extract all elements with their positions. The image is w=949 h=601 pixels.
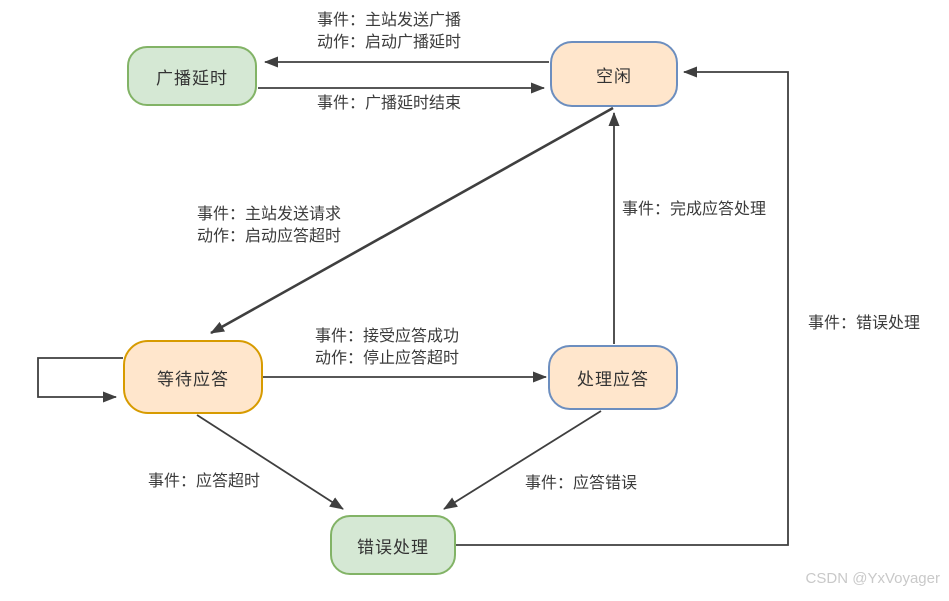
state-broadcast-delay-label: 广播延时 bbox=[156, 68, 228, 88]
edge-label-wait-to-error: 事件：应答超时 bbox=[148, 471, 260, 493]
edge-action-text: 动作：启动广播延时 bbox=[317, 34, 462, 51]
edge-label-error-to-idle: 事件：错误处理 bbox=[808, 313, 920, 335]
state-idle: 空闲 bbox=[550, 41, 678, 107]
state-broadcast-delay: 广播延时 bbox=[127, 46, 257, 106]
state-wait-response-label: 等待应答 bbox=[157, 369, 229, 389]
edge-wait-response-self-loop bbox=[37, 357, 123, 403]
edge-event-text: 事件：应答超时 bbox=[148, 473, 261, 490]
edge-event-text: 事件：错误处理 bbox=[808, 315, 921, 332]
edge-event-text: 事件：主站发送广播 bbox=[317, 12, 462, 29]
edge-label-idle-to-wait: 事件：主站发送请求 动作：启动应答超时 bbox=[197, 204, 341, 248]
state-process-response: 处理应答 bbox=[548, 345, 678, 410]
edge-event-text: 事件：接受应答成功 bbox=[315, 328, 460, 345]
edge-label-broadcast-to-idle: 事件：广播延时结束 bbox=[317, 93, 461, 115]
edge-event-text: 事件：应答错误 bbox=[525, 475, 638, 492]
edge-label-idle-to-broadcast: 事件：主站发送广播 动作：启动广播延时 bbox=[317, 10, 461, 54]
state-wait-response: 等待应答 bbox=[123, 340, 263, 414]
state-idle-label: 空闲 bbox=[596, 66, 632, 86]
edge-event-text: 事件：主站发送请求 bbox=[197, 206, 342, 223]
state-process-response-label: 处理应答 bbox=[577, 370, 649, 389]
edge-label-process-to-idle: 事件：完成应答处理 bbox=[622, 199, 766, 221]
edge-process-response-to-error-handling bbox=[443, 410, 602, 510]
state-error-handling-label: 错误处理 bbox=[357, 537, 429, 557]
edge-event-text: 事件：广播延时结束 bbox=[317, 95, 462, 112]
edge-error-handling-to-idle bbox=[456, 66, 789, 546]
edge-event-text: 事件：完成应答处理 bbox=[622, 201, 767, 218]
csdn-watermark: CSDN @YxVoyager bbox=[805, 570, 940, 587]
edge-label-process-to-error: 事件：应答错误 bbox=[525, 473, 637, 495]
edge-wait-response-to-error-handling bbox=[196, 414, 344, 510]
state-error-handling: 错误处理 bbox=[330, 515, 456, 575]
edge-action-text: 动作：停止应答超时 bbox=[315, 350, 460, 367]
edge-idle-to-wait-response bbox=[210, 106, 614, 335]
edge-label-wait-to-process: 事件：接受应答成功 动作：停止应答超时 bbox=[315, 326, 459, 370]
edge-action-text: 动作：启动应答超时 bbox=[197, 228, 342, 245]
